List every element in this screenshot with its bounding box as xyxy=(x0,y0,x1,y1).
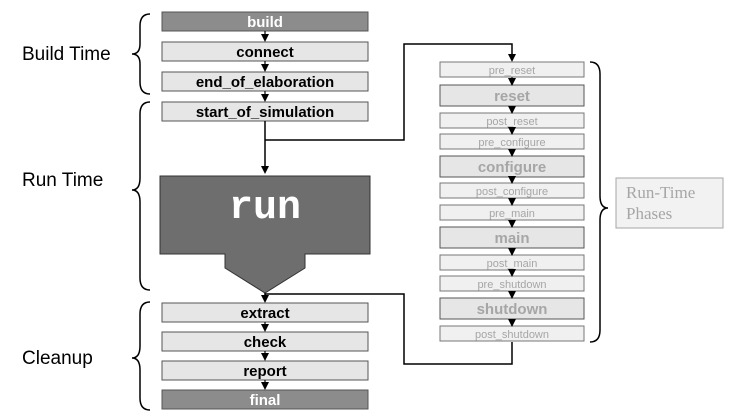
phase-report-label: report xyxy=(243,363,286,380)
rt-pre-main-label: pre_main xyxy=(489,208,535,220)
build-time-label: Build Time xyxy=(22,44,111,65)
rt-reset-label: reset xyxy=(494,88,530,105)
cleanup-brace xyxy=(131,301,151,411)
rt-post-configure-label: post_configure xyxy=(476,186,548,198)
rt-pre-reset-label: pre_reset xyxy=(489,65,535,77)
rt-pre-reset: pre_reset xyxy=(439,61,585,78)
run-time-phases-label-line2: Phases xyxy=(626,204,672,223)
phase-run: run xyxy=(159,175,371,294)
fork-line-to-runtime xyxy=(265,43,516,141)
run-time-phases-label-line1: Run-Time xyxy=(626,183,695,202)
rt-main: main xyxy=(439,226,585,249)
cleanup-label: Cleanup xyxy=(22,348,93,369)
phase-check-label: check xyxy=(244,334,287,351)
phase-final-label: final xyxy=(250,392,281,409)
phase-start-of-simulation: start_of_simulation xyxy=(161,101,369,122)
rt-post-shutdown-label: post_shutdown xyxy=(475,329,549,341)
rt-configure-label: configure xyxy=(478,159,546,176)
phase-report: report xyxy=(161,360,369,381)
rt-post-shutdown: post_shutdown xyxy=(439,325,585,342)
rt-pre-main: pre_main xyxy=(439,204,585,221)
phase-final: final xyxy=(161,389,369,410)
phase-connect-label: connect xyxy=(236,44,294,61)
phase-extract-label: extract xyxy=(240,305,289,322)
phase-build: build xyxy=(161,11,369,32)
rt-pre-configure: pre_configure xyxy=(439,133,585,150)
rt-shutdown-label: shutdown xyxy=(477,301,548,318)
rt-post-reset-label: post_reset xyxy=(486,116,537,128)
rt-pre-configure-label: pre_configure xyxy=(478,137,545,149)
run-time-phases-brace xyxy=(589,61,609,343)
rt-post-main: post_main xyxy=(439,254,585,271)
rt-pre-shutdown-label: pre_shutdown xyxy=(477,279,546,291)
phase-run-label: run xyxy=(229,186,301,231)
run-time-phases-label-box: Run-Time Phases xyxy=(615,177,724,229)
phase-start-of-simulation-label: start_of_simulation xyxy=(196,104,334,121)
phase-connect: connect xyxy=(161,41,369,62)
run-time-label: Run Time xyxy=(22,170,103,191)
phase-build-label: build xyxy=(247,14,283,31)
run-time-brace xyxy=(131,101,151,291)
phase-check: check xyxy=(161,331,369,352)
rt-post-reset: post_reset xyxy=(439,112,585,129)
rt-post-configure: post_configure xyxy=(439,182,585,199)
phase-end-of-elaboration: end_of_elaboration xyxy=(161,71,369,92)
rt-shutdown: shutdown xyxy=(439,297,585,320)
rt-pre-shutdown: pre_shutdown xyxy=(439,275,585,292)
rt-configure: configure xyxy=(439,155,585,178)
rt-reset: reset xyxy=(439,84,585,107)
phase-extract: extract xyxy=(161,302,369,323)
rt-post-main-label: post_main xyxy=(487,258,538,270)
build-time-brace xyxy=(131,13,151,95)
join-line-from-runtime xyxy=(265,293,513,365)
rt-main-label: main xyxy=(494,230,529,247)
phase-end-of-elaboration-label: end_of_elaboration xyxy=(196,74,334,91)
